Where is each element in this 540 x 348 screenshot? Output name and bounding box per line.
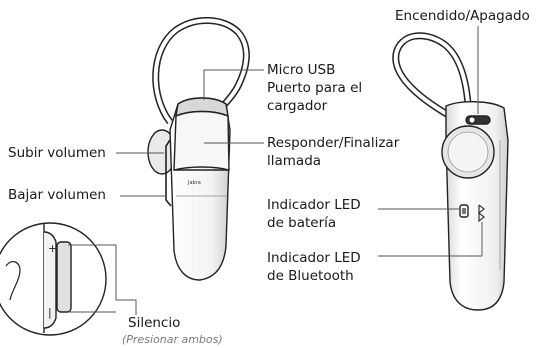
label-bluetooth-led-line2: de Bluetooth: [267, 268, 354, 284]
label-power: Encendido/Apagado: [395, 8, 530, 24]
leader-usb: [203, 69, 264, 100]
label-answer: Responder/Finalizar: [267, 135, 400, 151]
label-micro-usb-line3: cargador: [267, 98, 328, 114]
label-mute: Silencio: [128, 315, 181, 331]
bluetooth-led: [478, 204, 485, 223]
label-micro-usb: Micro USB: [267, 62, 336, 78]
leader-lines: [68, 26, 483, 315]
label-battery-led: Indicador LED: [267, 197, 361, 213]
label-battery-led-line2: de batería: [267, 215, 337, 231]
brand-text: Jabra: [187, 180, 201, 186]
label-vol-up: Subir volumen: [8, 145, 106, 161]
plus-glyph: +: [48, 242, 57, 255]
headset-front: Jabra: [147, 16, 250, 281]
leader-mute: [68, 244, 137, 315]
label-vol-down: Bajar volumen: [8, 187, 106, 203]
volume-strip: [165, 139, 172, 207]
label-bluetooth-led: Indicador LED: [267, 250, 361, 266]
volume-inset: + |: [0, 222, 107, 336]
inset-volume-strip: [56, 241, 72, 313]
headset-back: [392, 32, 509, 311]
minus-glyph: |: [48, 306, 52, 319]
label-mute-hint: (Presionar ambos): [122, 333, 223, 346]
label-answer-line2: llamada: [267, 153, 322, 169]
label-micro-usb-line2: Puerto para el: [267, 80, 363, 96]
answer-button: [173, 110, 230, 171]
